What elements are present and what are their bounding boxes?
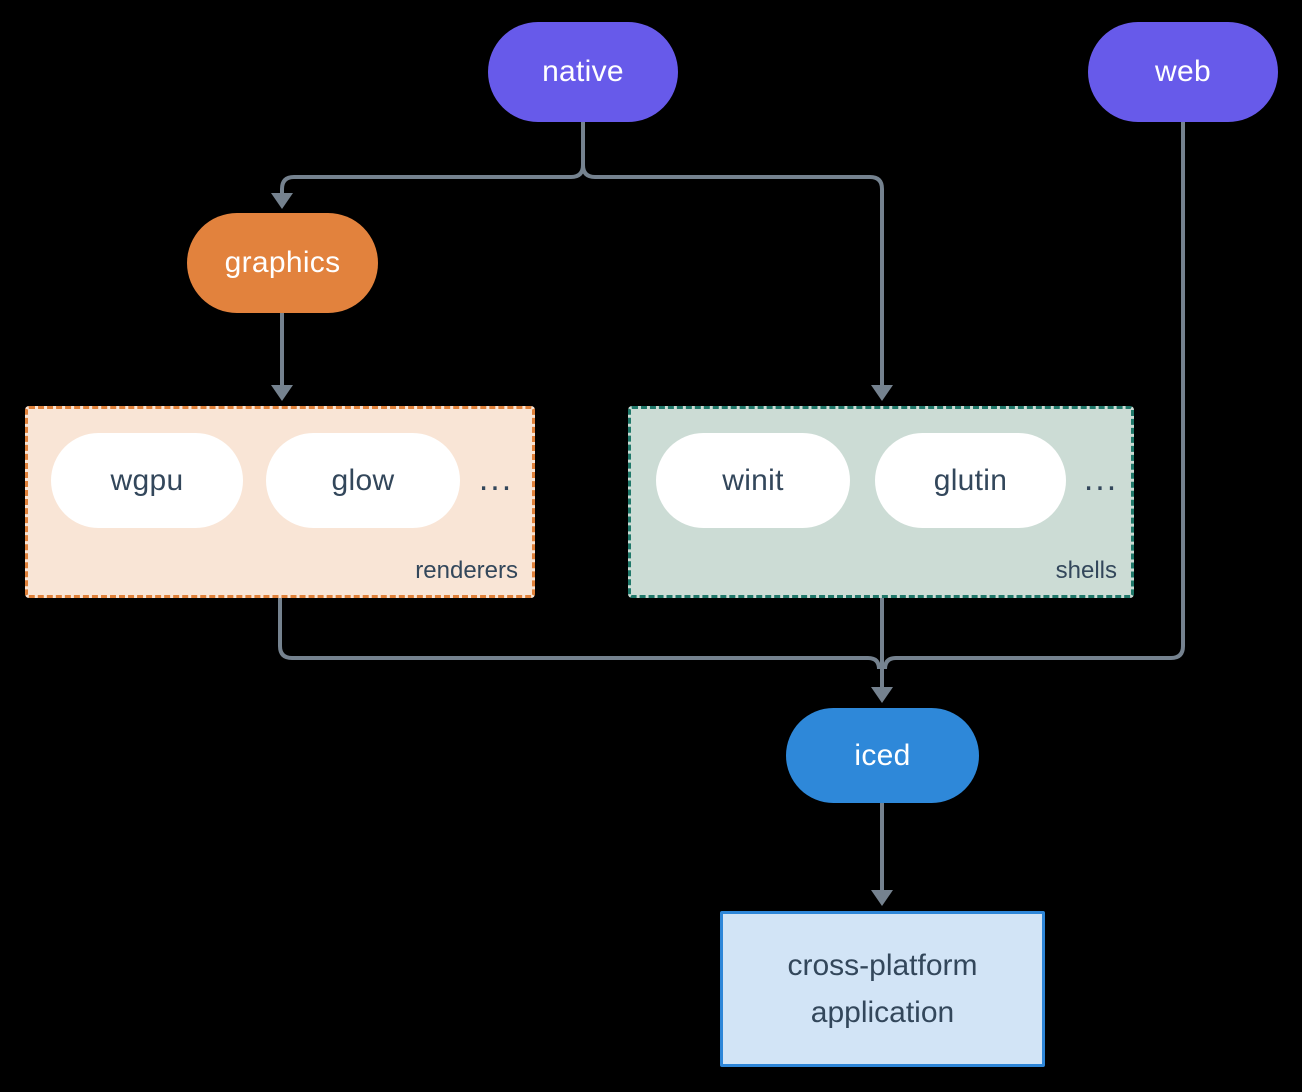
node-glutin: glutin — [875, 433, 1066, 528]
edge-native-to-shells — [581, 122, 884, 386]
node-glow-label: glow — [331, 463, 395, 497]
arrowhead-into-renderers — [271, 385, 293, 401]
arrowhead-into-graphics — [271, 193, 293, 209]
arrowhead-into-application — [871, 890, 893, 906]
application-label-line2: application — [810, 996, 955, 1029]
group-shells-label: shells — [1055, 557, 1117, 584]
node-graphics: graphics — [187, 213, 378, 313]
edge-renderers-to-merge — [278, 598, 881, 670]
node-winit: winit — [656, 433, 850, 528]
node-graphics-label: graphics — [224, 246, 341, 279]
shells-ellipsis: ... — [1083, 459, 1119, 498]
renderers-ellipsis: ... — [478, 459, 514, 498]
node-cross-platform-application: cross-platform application — [720, 911, 1045, 1067]
node-glow: glow — [266, 433, 460, 528]
node-iced: iced — [786, 708, 979, 803]
group-shells: winit glutin ... shells — [628, 406, 1134, 598]
arrowhead-into-iced — [871, 687, 893, 703]
node-wgpu-label: wgpu — [110, 463, 184, 497]
group-renderers: wgpu glow ... renderers — [25, 406, 535, 598]
node-web-label: web — [1155, 55, 1211, 88]
node-iced-label: iced — [854, 738, 911, 772]
node-native: native — [488, 22, 678, 122]
node-winit-label: winit — [722, 463, 784, 497]
node-web: web — [1088, 22, 1278, 122]
edge-native-to-graphics — [280, 122, 585, 194]
edge-web-to-merge — [883, 122, 1185, 670]
application-label-line1: cross-platform — [787, 949, 978, 982]
arrowhead-into-shells — [871, 385, 893, 401]
node-glutin-label: glutin — [933, 463, 1008, 497]
node-native-label: native — [542, 55, 624, 88]
group-renderers-label: renderers — [415, 557, 518, 584]
node-wgpu: wgpu — [51, 433, 243, 528]
